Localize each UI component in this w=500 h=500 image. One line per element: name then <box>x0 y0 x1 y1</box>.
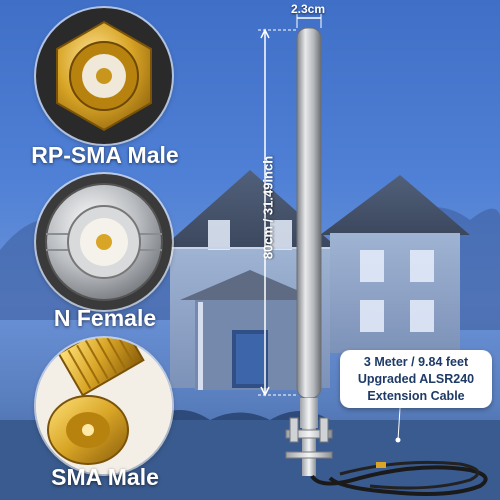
cable-length-text: 3 Meter / 9.84 feet <box>363 355 469 369</box>
rp-sma-male-connector-icon <box>36 8 172 144</box>
sma-male-label: SMA Male <box>51 464 159 490</box>
rp-sma-male-connector <box>36 8 172 144</box>
sma-male-connector <box>36 338 172 474</box>
sma-male-connector-icon <box>36 338 172 474</box>
cable-info-box: 3 Meter / 9.84 feet Upgraded ALSR240 Ext… <box>340 350 492 408</box>
diameter-label: 2.3cm <box>291 2 326 16</box>
n-female-label: N Female <box>53 305 157 331</box>
rp-sma-male-label: RP-SMA Male <box>31 142 179 168</box>
n-female-connector-icon <box>36 174 172 310</box>
cable-type-text: Upgraded ALSR240 <box>357 372 475 386</box>
n-female-connector <box>36 174 172 310</box>
length-label: 80cm / 31.49inch <box>260 155 276 260</box>
cable-description-text: Extension Cable <box>367 389 465 403</box>
